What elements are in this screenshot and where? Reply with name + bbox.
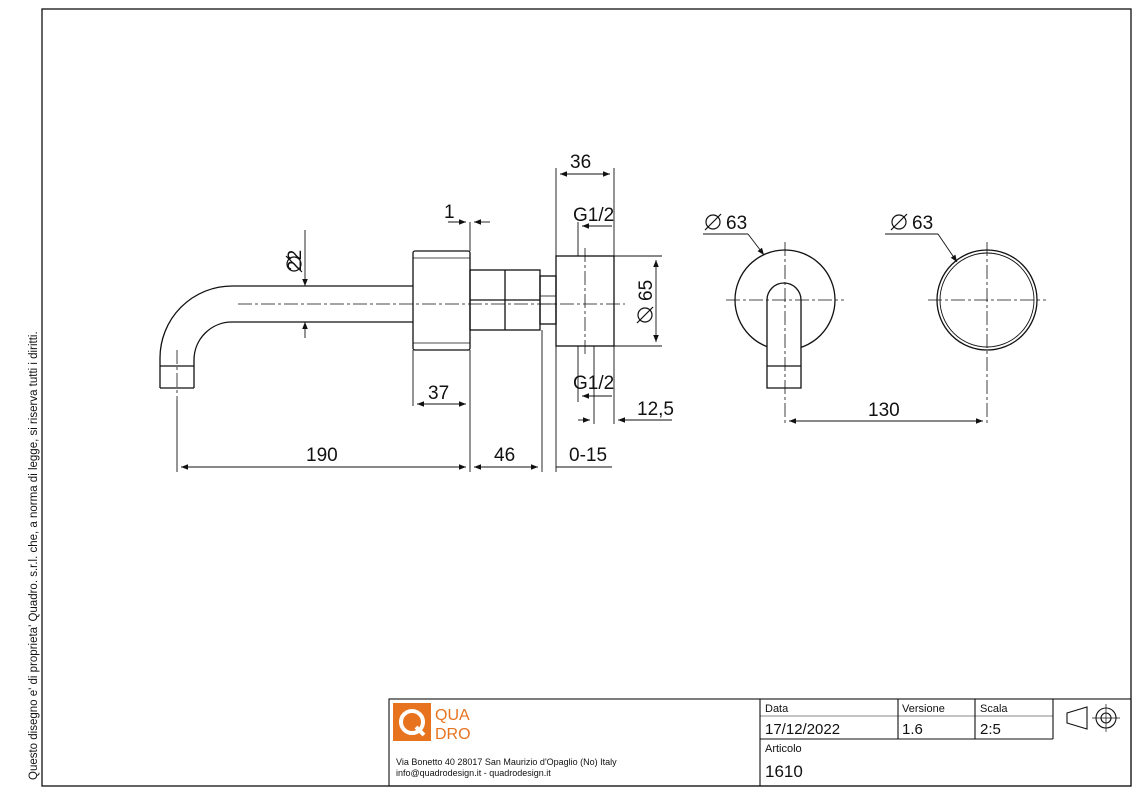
diameter-symbol-63-back xyxy=(890,213,908,231)
logo-q-ring xyxy=(399,709,425,735)
logo-square xyxy=(393,703,431,741)
dim-65: 65 xyxy=(636,280,657,301)
rosette-side xyxy=(412,250,471,351)
diameter-symbol-22 xyxy=(285,255,303,273)
scala-label: Scala xyxy=(980,703,1008,715)
diameter-symbol-65 xyxy=(636,306,654,324)
first-angle-projection-icon xyxy=(1066,704,1120,732)
dim-37: 37 xyxy=(428,383,449,404)
title-block xyxy=(388,698,1132,787)
side-note: Questo disegno e' di proprieta' Quadro. … xyxy=(28,331,40,780)
dim-63-front: 63 xyxy=(726,213,747,234)
address-line-1: Via Bonetto 40 28017 San Maurizio d'Opag… xyxy=(396,757,617,767)
dim-0-15: 0-15 xyxy=(569,445,607,466)
data-value: 17/12/2022 xyxy=(765,721,840,738)
dim-63-back: 63 xyxy=(912,213,933,234)
logo-text-top: QUA xyxy=(435,707,470,724)
versione-value: 1.6 xyxy=(902,721,923,738)
scala-value: 2:5 xyxy=(980,721,1001,738)
dim-g-top: G1/2 xyxy=(573,205,614,226)
dim-190: 190 xyxy=(306,445,338,466)
side-view xyxy=(159,250,615,389)
dim-12-5: 12,5 xyxy=(637,399,674,420)
dim-130: 130 xyxy=(868,400,900,421)
dim-1: 1 xyxy=(444,202,455,223)
address-line-2: info@quadrodesign.it - quadrodesign.it xyxy=(396,768,551,778)
dim-36: 36 xyxy=(570,152,591,173)
versione-label: Versione xyxy=(902,703,945,715)
dim-46: 46 xyxy=(494,445,515,466)
diameter-symbol-63-front xyxy=(704,213,722,231)
spout-inner-edge xyxy=(193,321,413,388)
articolo-label: Articolo xyxy=(765,743,802,755)
data-label: Data xyxy=(765,703,789,715)
logo-text-bottom: DRO xyxy=(435,726,471,743)
articolo-value: 1610 xyxy=(765,762,803,781)
spout-outer-edge xyxy=(159,285,413,388)
drawing-frame xyxy=(41,8,1132,787)
dim-g-bottom: G1/2 xyxy=(573,373,614,394)
